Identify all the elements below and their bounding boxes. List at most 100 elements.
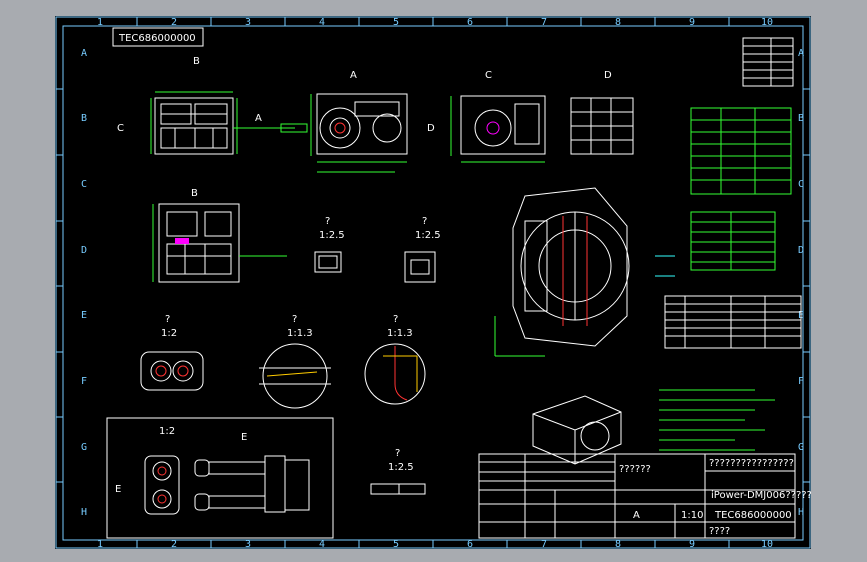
detail-5-mark: ?	[393, 314, 398, 325]
inner-frame	[62, 25, 804, 541]
view-arrow-c: C	[117, 123, 124, 134]
row-label: G	[81, 442, 87, 453]
detail-3-scale: 1:2	[161, 328, 177, 339]
material-field: ??????	[619, 464, 651, 475]
col-label: 2	[171, 17, 177, 28]
col-label: 6	[467, 539, 473, 549]
view-left-dims	[150, 91, 308, 154]
parts-table	[664, 295, 802, 349]
detail-4-scale: 1:1.3	[287, 328, 313, 339]
row-labels-left: A B C D E F G H	[81, 48, 87, 518]
detail-4-circle	[262, 343, 328, 409]
row-label: D	[798, 245, 804, 256]
connector-face	[144, 455, 180, 515]
row-label: G	[798, 442, 804, 453]
column-labels-bottom: 1 2 3 4 5 6 7 8 9 10	[97, 539, 773, 549]
view-c	[460, 95, 546, 155]
cable-assembly	[194, 455, 310, 513]
sheet-mark: A	[633, 510, 640, 521]
view-a-label: A	[350, 70, 357, 81]
detail-2-part	[404, 251, 436, 283]
detail-2-mark: ?	[422, 216, 427, 227]
view-c-label: C	[485, 70, 492, 81]
view-b	[158, 203, 240, 283]
title-block	[478, 453, 796, 539]
col-label: 1	[97, 539, 103, 549]
col-label: 7	[541, 539, 547, 549]
company-field: ????????????????	[709, 458, 794, 469]
col-label: 6	[467, 17, 473, 28]
col-label: 3	[245, 17, 251, 28]
view-left-side	[154, 97, 234, 155]
col-label: 3	[245, 539, 251, 549]
row-label: D	[81, 245, 87, 256]
col-label: 1	[97, 17, 103, 28]
view-a-dims	[310, 94, 407, 173]
row-label: F	[81, 376, 87, 387]
col-label: 10	[761, 539, 773, 549]
detail-1-part	[314, 251, 342, 273]
col-label: 10	[761, 17, 773, 28]
notes-block	[659, 389, 775, 451]
detail-e-scale: 1:2	[159, 426, 175, 437]
col-label: 8	[615, 17, 621, 28]
view-b-highlight	[175, 238, 189, 244]
row-label: A	[81, 48, 87, 59]
detail-5-scale: 1:1.3	[387, 328, 413, 339]
detail-e-frame	[106, 417, 334, 539]
scale-field: 1:10	[681, 510, 703, 521]
row-label: C	[798, 179, 804, 190]
view-arrow-b: B	[193, 56, 200, 67]
view-b-label: B	[191, 188, 198, 199]
isometric-view	[532, 395, 622, 465]
detail-5-circle	[364, 343, 426, 405]
row-label: A	[798, 48, 804, 59]
cad-drawing: 1 2 3 4 5 6 7 8 9 10 1 2 3 4 5 6 7 8 9 1…	[55, 16, 811, 549]
col-label: 8	[615, 539, 621, 549]
stamp-field: ????	[709, 526, 730, 537]
detail-6-mark: ?	[395, 448, 400, 459]
detail-1-scale: 1:2.5	[319, 230, 345, 241]
row-label: F	[798, 376, 804, 387]
drawing-code-top: TEC686000000	[118, 33, 196, 44]
detail-1-mark: ?	[325, 216, 330, 227]
col-label: 2	[171, 539, 177, 549]
detail-3-mark: ?	[165, 314, 170, 325]
size-table	[742, 37, 794, 87]
detail-2-scale: 1:2.5	[415, 230, 441, 241]
view-arrow-a: A	[255, 113, 262, 124]
row-label: B	[798, 113, 804, 124]
view-arrow-d: D	[427, 123, 435, 134]
col-label: 9	[689, 17, 695, 28]
spec-table-2	[690, 211, 776, 271]
row-label: H	[798, 507, 804, 518]
detail-3-part	[140, 351, 204, 391]
view-a-front	[316, 93, 408, 155]
drawing-code-title: TEC686000000	[714, 510, 792, 521]
drawing-code-box	[112, 27, 204, 47]
detail-6-part	[370, 483, 426, 495]
spec-table	[690, 107, 792, 195]
row-label: H	[81, 507, 87, 518]
view-e-label: E	[241, 432, 247, 443]
col-label: 4	[319, 539, 325, 549]
title-line: iPower-DMJ006?????	[711, 490, 811, 501]
row-label: C	[81, 179, 87, 190]
view-arrow-e: E	[115, 484, 121, 495]
column-ruler	[136, 17, 730, 548]
section-view	[512, 187, 630, 347]
row-label: B	[81, 113, 87, 124]
row-ruler	[56, 88, 810, 483]
view-d-label: D	[604, 70, 612, 81]
drawing-sheet: 1 2 3 4 5 6 7 8 9 10 1 2 3 4 5 6 7 8 9 1…	[55, 16, 811, 549]
col-label: 4	[319, 17, 325, 28]
detail-4-mark: ?	[292, 314, 297, 325]
row-label: E	[81, 310, 87, 321]
column-labels-top: 1 2 3 4 5 6 7 8 9 10	[97, 17, 773, 28]
col-label: 5	[393, 17, 399, 28]
col-label: 5	[393, 539, 399, 549]
col-label: 9	[689, 539, 695, 549]
detail-6-scale: 1:2.5	[388, 462, 414, 473]
view-d	[570, 97, 634, 155]
col-label: 7	[541, 17, 547, 28]
